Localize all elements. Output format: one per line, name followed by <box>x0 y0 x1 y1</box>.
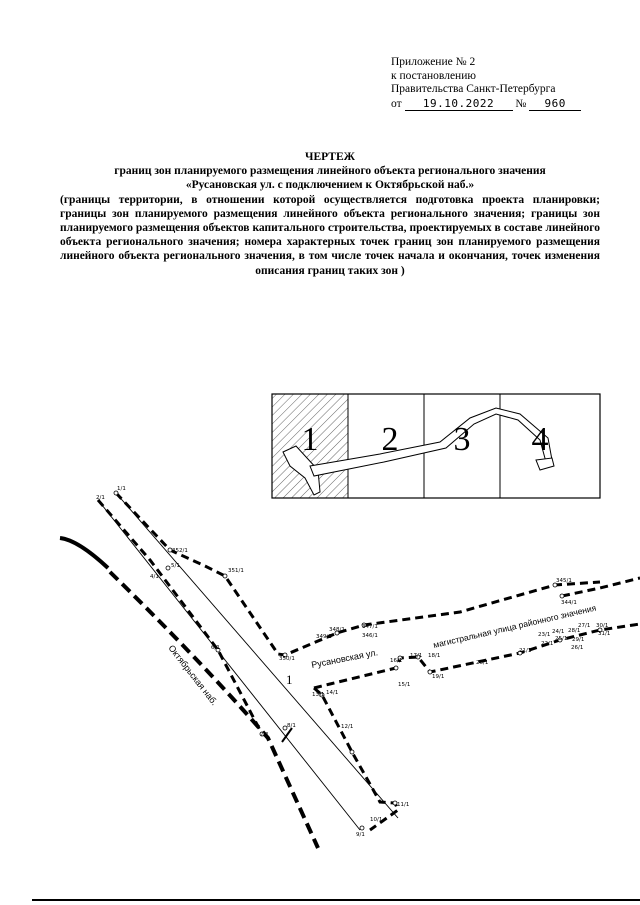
appendix-date-line: от 19.10.2022 № 960 <box>391 97 591 111</box>
point-label: 351/1 <box>228 568 244 574</box>
key-map-frame <box>271 393 601 499</box>
boundary-point <box>415 654 421 660</box>
point-label: 12/1 <box>341 724 353 730</box>
bottom-border-line <box>32 899 640 901</box>
boundary-point <box>113 490 119 496</box>
boundary-point <box>215 647 221 653</box>
zone-boundary-lower-street <box>313 622 640 690</box>
boundary-point <box>361 622 367 628</box>
zone-boundary-left <box>96 499 264 735</box>
territory-boundary-line <box>115 492 399 819</box>
zone-boundary-upper <box>114 491 601 657</box>
boundary-point <box>557 637 563 643</box>
point-label: 22/1 <box>541 641 553 647</box>
key-map-sheet-label: 2 <box>382 421 399 458</box>
boundary-point <box>282 725 288 731</box>
point-label: 345/1 <box>556 578 572 584</box>
point-label: 19/1 <box>432 674 444 680</box>
point-label: 21/1 <box>519 648 531 654</box>
zone-boundary-upper-right <box>561 576 640 598</box>
point-label: 27/1 <box>578 623 590 629</box>
point-label: 29/1 <box>572 637 584 643</box>
key-map-route-end <box>535 457 555 471</box>
point-label: 15/1 <box>398 682 410 688</box>
point-label: 7/1 <box>260 732 269 738</box>
appendix-line-2: к постановлению <box>391 69 476 82</box>
point-label: 13/1 <box>312 692 324 698</box>
boundary-point <box>349 749 355 755</box>
point-label: 25/1 <box>555 636 567 642</box>
key-map-sheet-label: 4 <box>532 421 549 458</box>
date-prefix: от <box>391 97 402 110</box>
point-label: 24/1 <box>552 629 564 635</box>
title-block: ЧЕРТЕЖ границ зон планируемого размещени… <box>60 150 600 278</box>
point-label: 349/1 <box>316 634 332 640</box>
boundary-point <box>167 547 173 553</box>
point-label: 5/1 <box>171 563 180 569</box>
embankment-solid-line <box>59 536 110 570</box>
point-label: 1/1 <box>117 486 126 492</box>
street-label-rusanovskaya: Русановская ул. <box>310 647 378 670</box>
point-label: 8/1 <box>287 723 296 729</box>
title-line-2: «Русановская ул. с подключением к Октябр… <box>185 179 475 192</box>
zone-boundary-lower <box>313 686 400 832</box>
zone-boundary-connector <box>281 727 293 743</box>
boundary-point <box>517 650 523 656</box>
boundary-point <box>427 669 433 675</box>
point-label: 344/1 <box>561 600 577 606</box>
point-label: 6/1 <box>211 645 220 651</box>
appendix-block: Приложение № 2 к постановлению Правитель… <box>391 56 591 111</box>
appendix-line-3: Правительства Санкт-Петербурга <box>391 83 556 95</box>
boundary-point <box>359 825 365 831</box>
point-label: 20/1 <box>476 660 488 666</box>
point-label: 18/1 <box>428 653 440 659</box>
title-description: (границы территории, в отношении которой… <box>60 193 600 277</box>
boundary-point <box>334 630 340 636</box>
key-map: 1 2 3 4 <box>271 393 601 499</box>
decree-date: 19.10.2022 <box>404 97 513 111</box>
point-label: 31/1 <box>598 631 610 637</box>
boundary-point <box>552 582 558 588</box>
boundary-drawing: 1 2 3 4 <box>59 393 640 849</box>
point-label: 17/1 <box>410 653 422 659</box>
key-map-route-start <box>282 445 321 496</box>
point-label: 28/1 <box>568 628 580 634</box>
boundary-points <box>113 490 603 831</box>
point-label: 23/1 <box>538 632 550 638</box>
boundary-point <box>165 565 171 571</box>
boundary-point <box>559 593 565 599</box>
point-label: 14/1 <box>326 690 338 696</box>
point-label: 26/1 <box>571 645 583 651</box>
number-prefix: № <box>515 97 527 110</box>
document-heading: ЧЕРТЕЖ <box>305 151 355 163</box>
decree-number: 960 <box>529 97 582 111</box>
point-label: 16/1 <box>390 658 402 664</box>
point-label: 348/1 <box>329 627 345 633</box>
embankment-dashed-line <box>108 570 320 849</box>
key-map-sheet-label: 1 <box>302 421 319 458</box>
boundary-point <box>222 573 228 579</box>
key-map-sheet-label: 3 <box>454 421 471 458</box>
boundary-point <box>259 731 265 737</box>
boundary-point <box>392 800 398 806</box>
point-label: 4/1 <box>150 574 159 580</box>
drawing-sheet-number: 1 <box>286 672 293 687</box>
point-label: 2/1 <box>96 495 105 501</box>
point-label: 346/1 <box>362 633 378 639</box>
title-line-1: границ зон планируемого размещения линей… <box>114 165 546 178</box>
point-label: 350/1 <box>279 656 295 662</box>
point-label: 347/1 <box>362 624 378 630</box>
point-label: 30/1 <box>596 623 608 629</box>
point-label: 9/1 <box>356 832 365 838</box>
boundary-point <box>597 627 603 633</box>
boundary-point <box>393 665 399 671</box>
boundary-point <box>319 692 325 698</box>
point-label: 10/1 <box>370 817 382 823</box>
boundary-point <box>282 652 288 658</box>
point-label: 352/1 <box>172 548 188 554</box>
boundary-point <box>397 655 403 661</box>
territory-boundary-line <box>97 499 361 831</box>
point-label: 11/1 <box>397 802 409 808</box>
appendix-line-1: Приложение № 2 <box>391 56 476 68</box>
